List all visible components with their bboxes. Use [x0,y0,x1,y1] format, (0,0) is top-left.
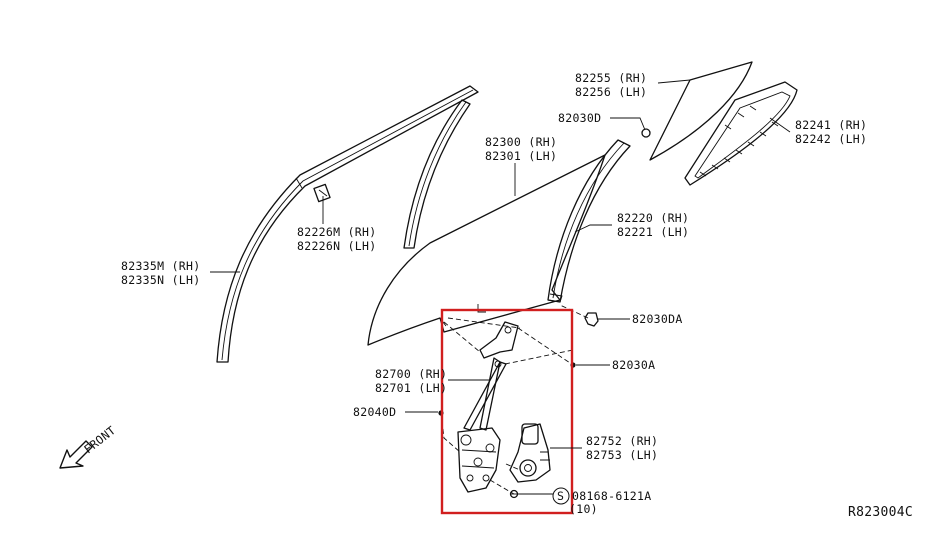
callout-82221-lh: 82221 (LH) [617,225,689,239]
callout-82753-lh: 82753 (LH) [586,448,658,462]
front-direction-label: FRONT [81,423,118,456]
callout-82220-rh: 82220 (RH) [617,211,689,225]
screw-symbol-circle [552,487,570,505]
callout-82226m-rh: 82226M (RH) [297,225,376,239]
front-glass-run-channel [403,99,471,249]
regulator-motor [509,423,551,483]
callout-82255-rh: 82255 (RH) [575,71,647,85]
callout-08168-qty: (10) [569,502,598,516]
leader-lines [210,79,791,495]
callout-82301-lh: 82301 (LH) [485,149,557,163]
callout-82700-rh: 82700 (RH) [375,367,447,381]
front-door-glass [367,154,606,346]
sash-clip [313,183,331,203]
partition-weatherstrip [684,81,798,186]
rear-partition-glass [649,61,753,161]
front-direction-arrow-icon [59,440,93,469]
callout-82256-lh: 82256 (LH) [575,85,647,99]
assembly-guide-lines [440,304,589,495]
rear-glass-run-channel [547,139,631,303]
callout-82030d: 82030D [558,111,601,125]
screw-symbol: S [557,489,564,503]
callout-82030da: 82030DA [632,312,683,326]
diagram-code: R823004C [848,505,913,520]
regulator-highlight-box [440,308,574,515]
callout-82752-rh: 82752 (RH) [586,434,658,448]
callout-82300-rh: 82300 (RH) [485,135,557,149]
callout-82030a: 82030A [612,358,655,372]
callout-82701-lh: 82701 (LH) [375,381,447,395]
callout-82226n-lh: 82226N (LH) [297,239,376,253]
callout-82242-lh: 82242 (LH) [795,132,867,146]
bolt-82030d [641,128,651,138]
front-sash-molding [216,85,479,363]
callout-82335m-rh: 82335M (RH) [121,259,200,273]
callout-08168-6121a: 08168-6121A [572,489,651,503]
callout-82335n-lh: 82335N (LH) [121,273,200,287]
callout-82241-rh: 82241 (RH) [795,118,867,132]
window-regulator [457,321,519,493]
bolt-82030da [584,312,599,327]
callout-82040d: 82040D [353,405,396,419]
